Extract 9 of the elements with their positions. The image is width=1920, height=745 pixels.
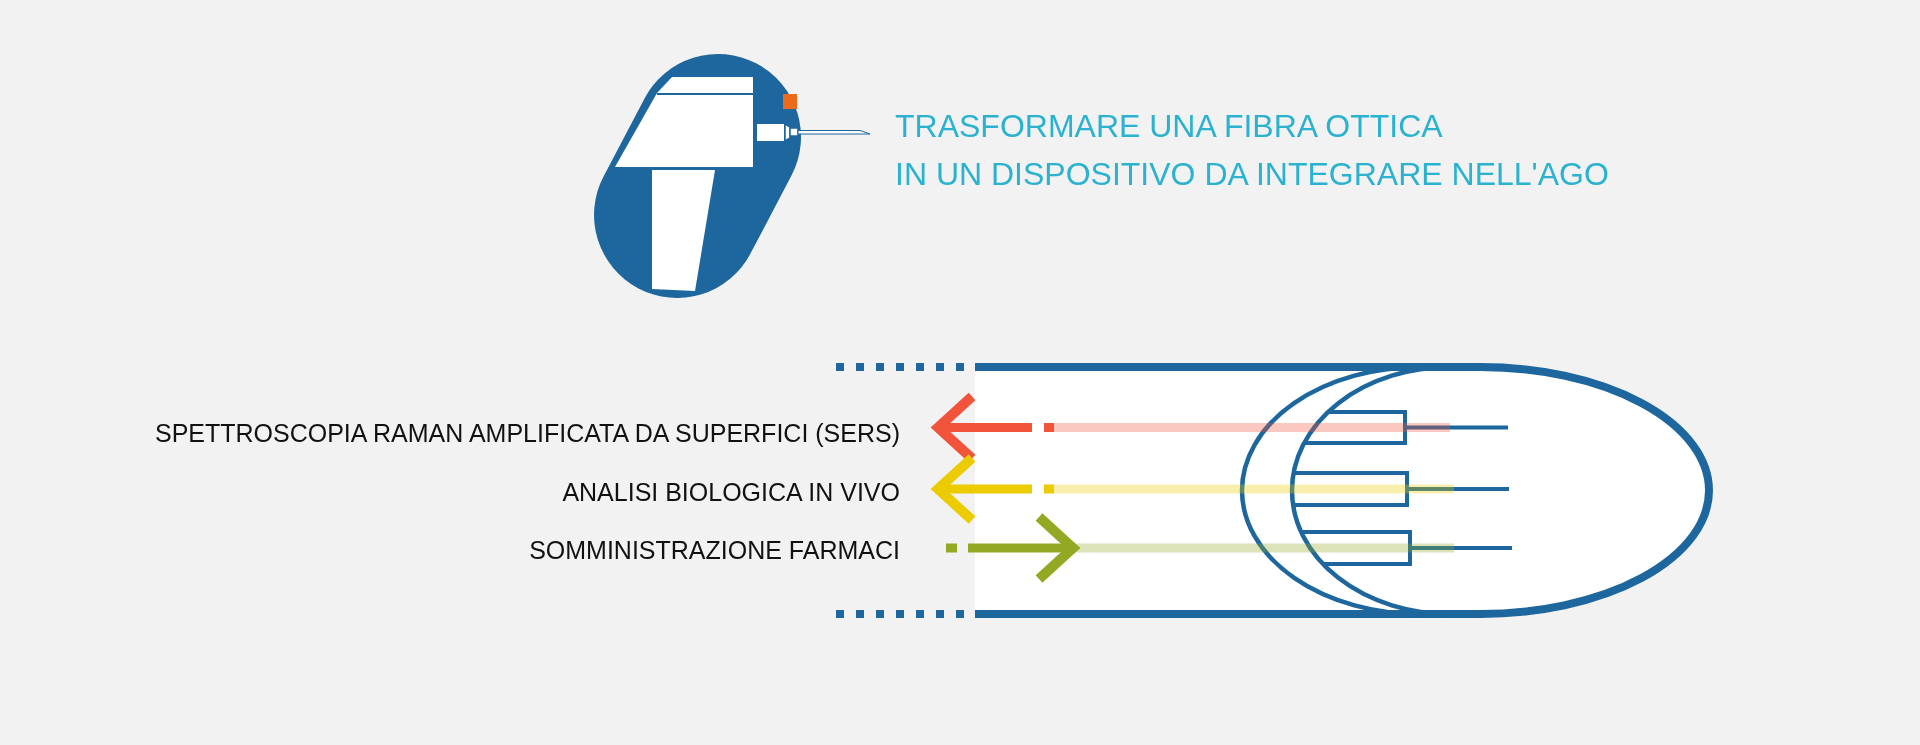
application-label: ANALISI BIOLOGICA IN VIVO	[562, 477, 900, 507]
application-label: SOMMINISTRAZIONE FARMACI	[529, 535, 900, 565]
arrow	[933, 453, 1054, 525]
heading: TRASFORMARE UNA FIBRA OTTICA IN UN DISPOSITIVO DA INTEGRARE NELL'AGO	[895, 107, 1609, 194]
optical-fiber	[1054, 410, 1510, 445]
application-label: SPETTROSCOPIA RAMAN AMPLIFICATA DA SUPERFICI (SERS)	[154, 418, 900, 448]
optical-fiber	[1073, 530, 1514, 566]
arrow	[946, 512, 1078, 584]
optical-fiber	[1054, 471, 1511, 507]
